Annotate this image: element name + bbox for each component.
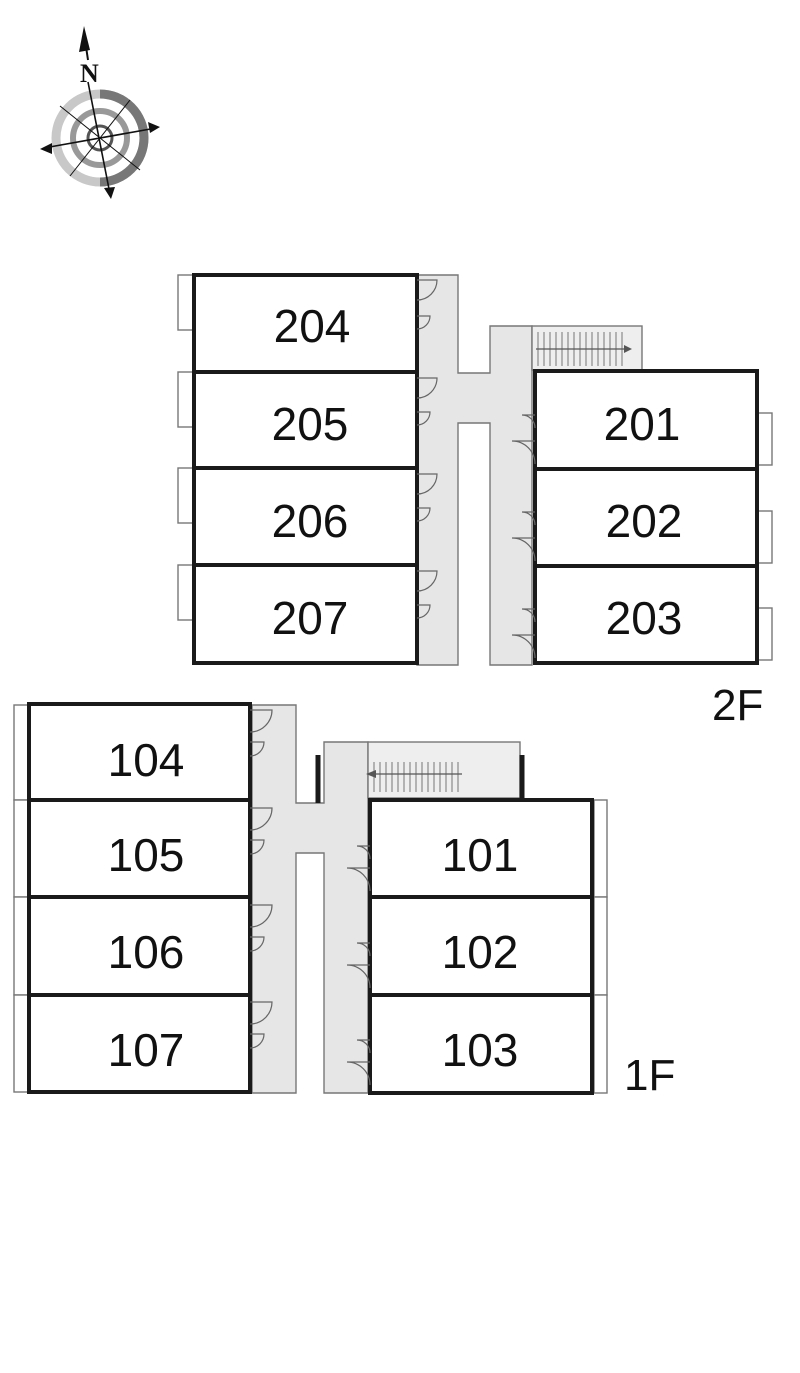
north-arrow-icon <box>79 26 90 52</box>
door-icon <box>511 414 536 659</box>
room-201[interactable]: 201 <box>533 369 759 471</box>
door-icon <box>416 279 438 619</box>
balcony-204 <box>177 274 195 331</box>
room-number: 202 <box>606 495 683 547</box>
door-icon <box>346 845 371 1086</box>
corridor-2f <box>416 274 533 666</box>
balcony-203 <box>757 607 773 661</box>
room-206[interactable]: 206 <box>192 466 419 567</box>
floor-1f: 104 105 106 107 101 102 103 <box>13 702 675 1100</box>
room-107[interactable]: 107 <box>27 993 252 1094</box>
door-icon <box>249 709 273 1049</box>
room-104[interactable]: 104 <box>27 702 252 802</box>
room-205[interactable]: 205 <box>192 370 419 470</box>
room-number: 206 <box>272 495 349 547</box>
room-number: 102 <box>442 926 519 978</box>
balcony-105 <box>13 799 29 898</box>
balcony-103 <box>593 994 608 1094</box>
balcony-202 <box>757 510 773 564</box>
room-203[interactable]: 203 <box>533 564 759 665</box>
room-103[interactable]: 103 <box>368 993 594 1095</box>
room-number: 106 <box>108 926 185 978</box>
compass-rose-icon: N <box>40 26 160 199</box>
room-101[interactable]: 101 <box>368 798 594 899</box>
room-number: 204 <box>274 300 351 352</box>
room-number: 103 <box>442 1024 519 1076</box>
room-number: 101 <box>442 829 519 881</box>
room-number: 201 <box>604 398 681 450</box>
floor-label: 1F <box>624 1051 675 1100</box>
room-number: 105 <box>108 829 185 881</box>
room-106[interactable]: 106 <box>27 895 252 997</box>
balcony-106 <box>13 896 29 996</box>
balcony-201 <box>757 412 773 466</box>
room-102[interactable]: 102 <box>368 895 594 997</box>
balcony-207 <box>177 564 195 621</box>
corridor-1f <box>251 704 369 1094</box>
room-number: 107 <box>108 1024 185 1076</box>
balcony-102 <box>593 896 608 996</box>
room-207[interactable]: 207 <box>192 563 419 665</box>
balcony-205 <box>177 371 195 428</box>
north-label: N <box>80 59 99 88</box>
room-202[interactable]: 202 <box>533 467 759 568</box>
room-number: 104 <box>108 734 185 786</box>
balcony-101 <box>593 799 608 898</box>
room-105[interactable]: 105 <box>27 798 252 899</box>
staircase-2f <box>531 325 643 371</box>
room-204[interactable]: 204 <box>192 273 419 374</box>
balcony-107 <box>13 994 29 1093</box>
floor-label: 2F <box>712 681 763 730</box>
balcony-104 <box>13 704 29 801</box>
room-number: 205 <box>272 398 349 450</box>
room-number: 203 <box>606 592 683 644</box>
room-number: 207 <box>272 592 349 644</box>
staircase-1f <box>315 741 525 803</box>
floor-2f: 204 205 206 207 201 202 203 <box>177 273 773 730</box>
balcony-206 <box>177 467 195 524</box>
